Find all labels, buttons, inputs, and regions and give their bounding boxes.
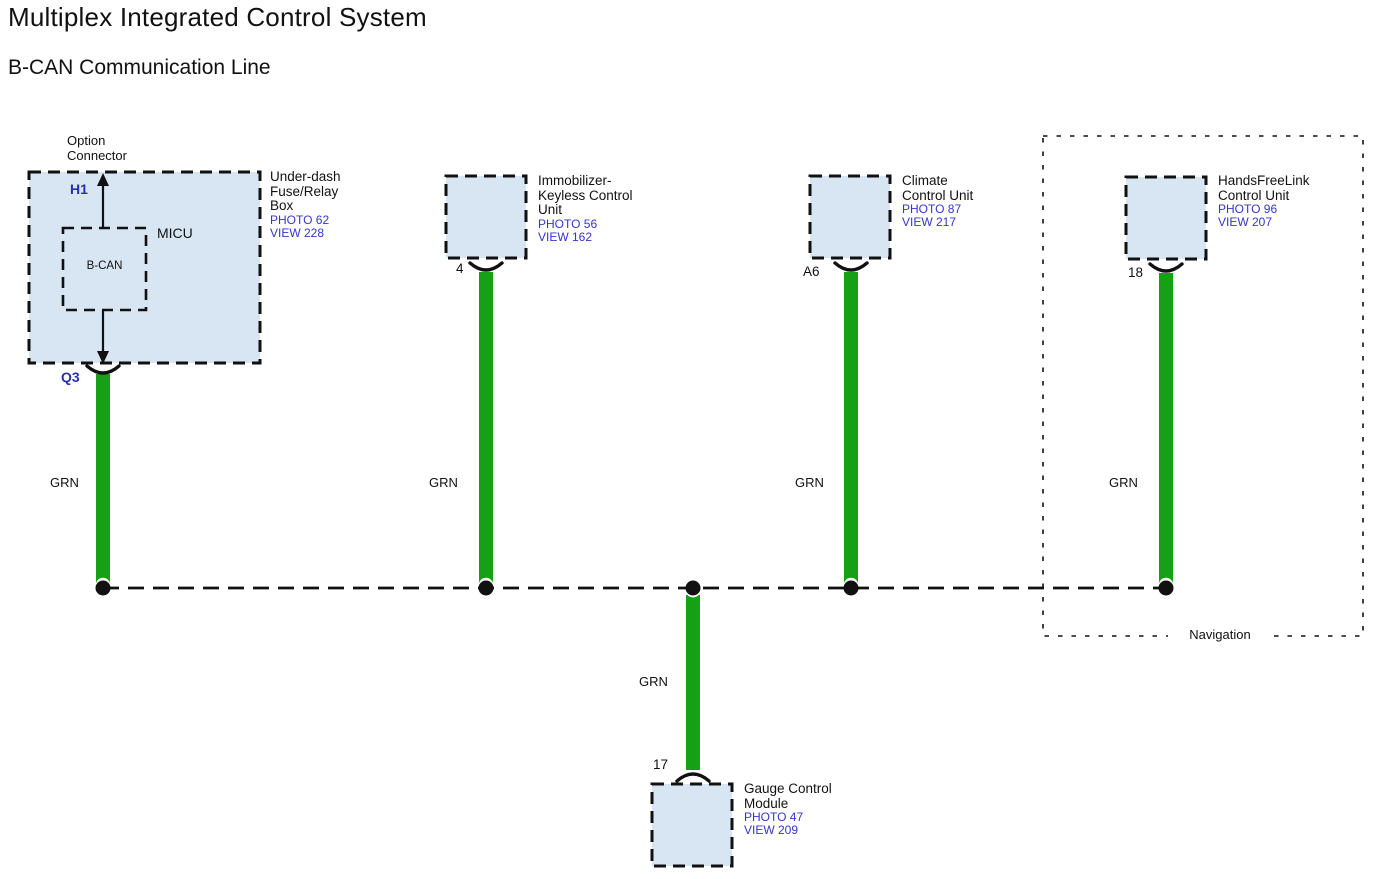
navigation-region-outline [1042,135,1364,637]
photo-link[interactable]: PHOTO 47 [744,810,804,824]
unit-name-line: HandsFreeLink [1218,173,1310,188]
handsfreelink-unit-box [1124,175,1208,261]
photo-link[interactable]: PHOTO 62 [270,212,330,227]
connector-arc-pin4 [468,261,504,272]
pin-label-q3: Q3 [61,369,80,385]
unit-name-line: Keyless Control [538,187,633,203]
unit-name-line: Box [270,198,294,213]
view-link[interactable]: VIEW 217 [902,215,957,229]
pin-label-17: 17 [653,757,669,772]
junction-dot [478,580,494,596]
junction-dot [843,580,859,596]
arrow-head-up-icon [97,173,109,186]
unit-label-climate-control: Climate Control Unit PHOTO 87 VIEW 217 [902,173,974,229]
micu-label: MICU [157,225,193,241]
pin-label-h1: H1 [70,181,88,197]
pin-label-18: 18 [1128,265,1144,280]
page-subtitle: B-CAN Communication Line [8,56,271,79]
connector-arc-q3 [85,364,121,375]
connector-arc-pin18 [1148,262,1184,273]
view-link[interactable]: VIEW 228 [270,225,325,240]
view-link[interactable]: VIEW 207 [1218,215,1273,229]
bcan-inner-box [61,226,148,312]
connector-arc-pinA6 [833,261,869,272]
unit-name-line: Control Unit [1218,187,1290,203]
wire-color-label: GRN [50,475,79,490]
unit-name-line: Gauge Control [744,781,832,796]
option-connector-line1: Option [67,133,106,148]
underdash-fuse-relay-box [27,170,262,365]
photo-link[interactable]: PHOTO 56 [538,216,598,231]
unit-label-immobilizer-keyless: Immobilizer- Keyless Control Unit PHOTO … [538,173,633,244]
view-link[interactable]: VIEW 209 [744,823,799,837]
unit-name-line: Unit [538,202,563,217]
unit-name-line: Fuse/Relay [270,183,339,199]
unit-name-line: Control Unit [902,187,974,203]
option-connector-line2: Connector [67,148,127,163]
wire-color-label: GRN [639,674,668,689]
unit-name-line: Climate [902,173,948,188]
unit-name-line: Immobilizer- [538,173,612,188]
wire-color-label: GRN [795,475,824,490]
photo-link[interactable]: PHOTO 87 [902,202,962,216]
navigation-region-label: Navigation [1168,627,1272,642]
connector-arc-pin17 [675,772,711,783]
immobilizer-keyless-unit-box [444,174,528,260]
junction-dot [685,580,701,596]
wire-color-label: GRN [429,475,458,490]
option-connector-label: Option Connector [67,133,127,163]
unit-label-gauge-control-module: Gauge Control Module PHOTO 47 VIEW 209 [744,781,832,837]
climate-control-unit-box [808,174,892,260]
unit-name-line: Module [744,795,789,811]
photo-link[interactable]: PHOTO 96 [1218,202,1278,216]
pin-label-4: 4 [456,261,464,276]
unit-label-handsfreelink: HandsFreeLink Control Unit PHOTO 96 VIEW… [1218,173,1310,229]
page-title: Multiplex Integrated Control System [8,2,427,32]
wire-color-label: GRN [1109,475,1138,490]
junction-dot [95,580,111,596]
arrow-head-down-icon [97,351,109,364]
junction-dot [1158,580,1174,596]
gauge-control-module-box [650,782,734,868]
unit-label-underdash-fuse-relay-box: Under-dash Fuse/Relay Box PHOTO 62 VIEW … [270,169,341,240]
view-link[interactable]: VIEW 162 [538,229,593,244]
unit-name-line: Under-dash [270,169,341,184]
pin-label-a6: A6 [803,264,820,279]
bcan-label: B-CAN [86,260,123,272]
